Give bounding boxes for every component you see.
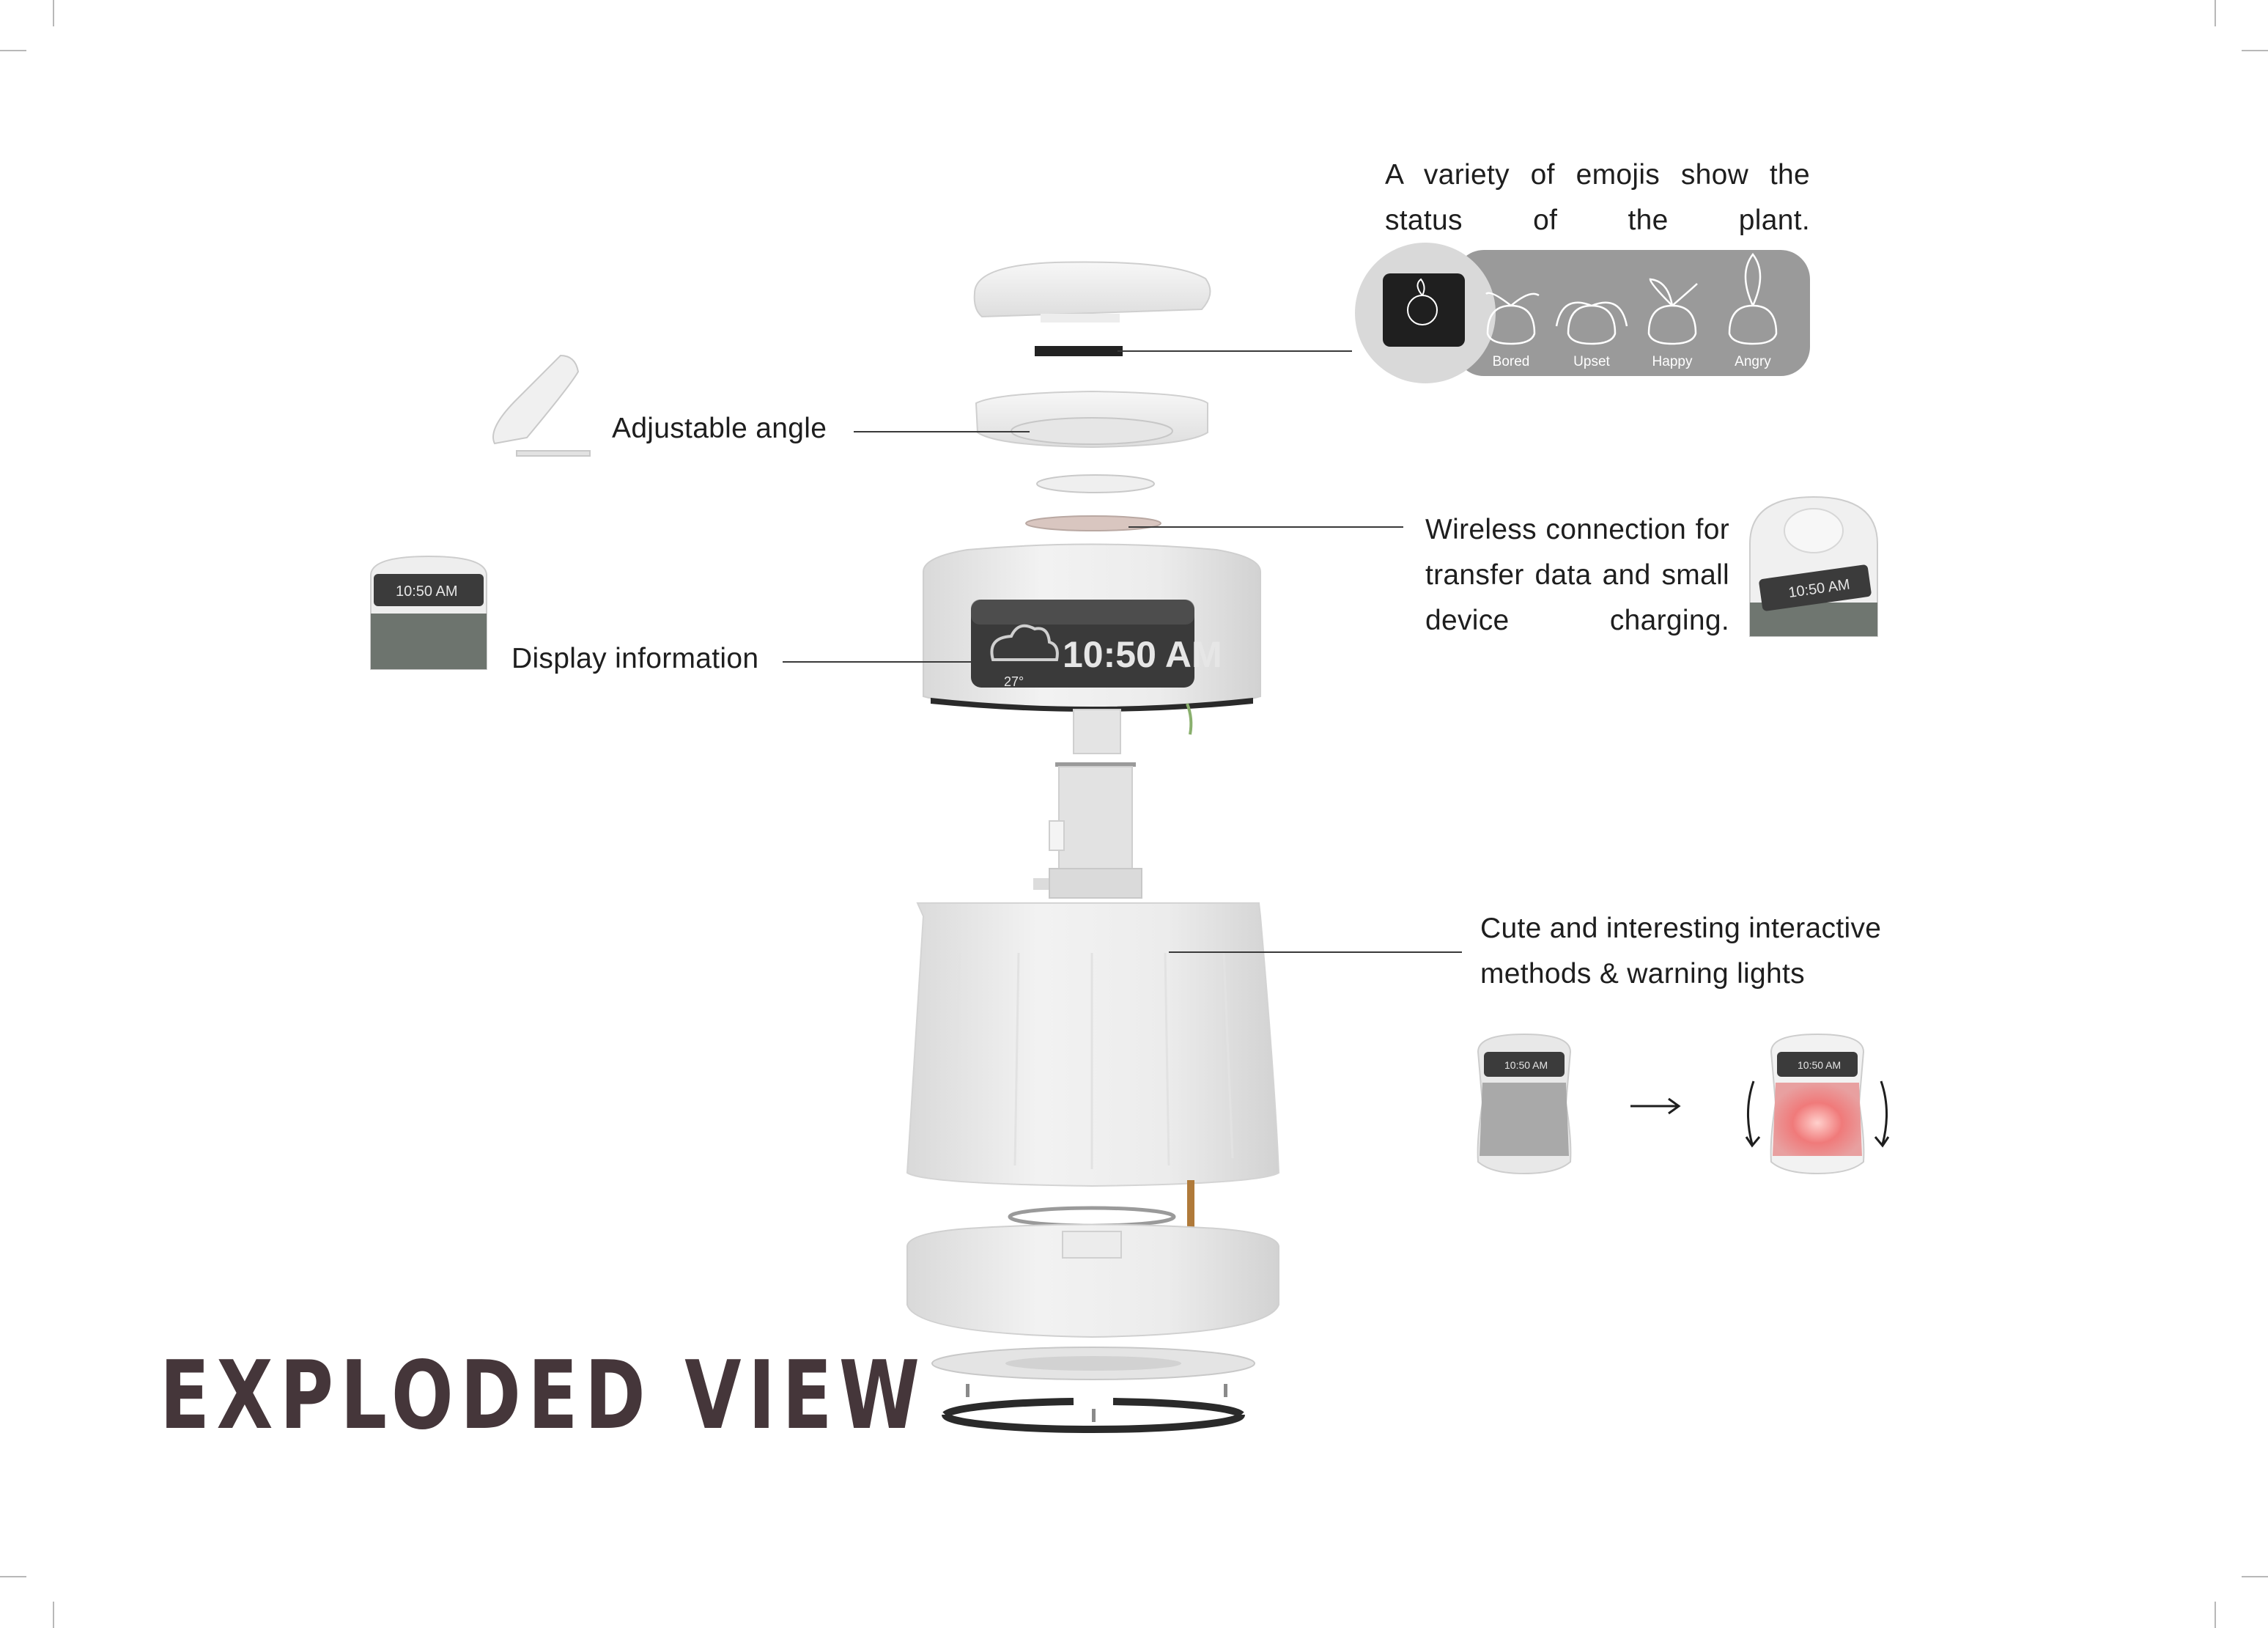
water-pump: [1033, 762, 1142, 899]
rotate-left-icon: [1745, 1080, 1761, 1148]
display-temp: 27°: [1004, 674, 1024, 689]
interactive-callout-text: Cute and interesting interactive methods…: [1480, 913, 1882, 990]
upper-bracket: [975, 390, 1208, 449]
sensor-ring: [1008, 1206, 1176, 1228]
device-normal-time: 10:50 AM: [1504, 1059, 1548, 1071]
emoji-leader-line: [1118, 350, 1352, 352]
display-leader-line: [783, 661, 988, 663]
emoji-bored: [1485, 292, 1540, 345]
spacer-disc: [1036, 474, 1155, 493]
page-title: EXPLODED VIEW: [160, 1341, 927, 1451]
emoji-panel: Bored Upset Happy Angry: [1355, 243, 1810, 383]
arrow-right-icon: [1630, 1097, 1681, 1115]
angle-leader-line: [854, 431, 1030, 432]
display-time: 10:50 AM: [1063, 634, 1222, 675]
emoji-label: Angry: [1735, 354, 1771, 369]
trim-mark: [2242, 1576, 2268, 1577]
top-lid: [973, 261, 1211, 323]
trim-mark: [53, 1602, 54, 1628]
angle-stand-illustration: [492, 354, 591, 457]
wireless-coil: [1025, 515, 1161, 531]
interactive-leader-line: [1169, 951, 1462, 953]
device-warning: 10:50 AM: [1770, 1033, 1865, 1175]
display-callout-text: Display information: [511, 643, 759, 674]
wireless-device-illustration: 10:50 AM: [1749, 496, 1878, 637]
warning-light-illustration: 10:50 AM 10:50 AM: [1477, 1033, 1890, 1175]
circuit-board: [1187, 1180, 1194, 1253]
emoji-callout-text: A variety of emojis show the status of t…: [1385, 159, 1810, 236]
emoji-label: Bored: [1493, 354, 1530, 369]
device-normal: 10:50 AM: [1477, 1033, 1572, 1175]
emoji-label: Happy: [1652, 354, 1693, 369]
trim-mark: [2215, 0, 2216, 26]
screen-module: [1035, 346, 1123, 356]
trim-mark: [2242, 50, 2268, 51]
main-body-shell: [906, 902, 1280, 1187]
wireless-callout-text: Wireless connection for transfer data an…: [1425, 514, 1729, 636]
trim-mark: [2215, 1602, 2216, 1628]
display-device-illustration: 10:50 AM: [370, 555, 487, 670]
trim-mark: [53, 0, 54, 26]
trim-mark: [0, 1576, 26, 1577]
exploded-assembly: 10:50 AM 27°: [906, 261, 1280, 1433]
display-housing: 10:50 AM 27°: [923, 543, 1261, 712]
bottom-ring: [942, 1398, 1245, 1433]
emoji-angry: [1728, 252, 1778, 345]
central-shaft: [1073, 709, 1121, 754]
rotate-right-icon: [1874, 1080, 1890, 1148]
emoji-label: Upset: [1573, 354, 1610, 369]
display-device-time: 10:50 AM: [396, 583, 458, 600]
angle-callout-text: Adjustable angle: [612, 413, 827, 444]
emoji-happy: [1647, 278, 1698, 345]
trim-mark: [0, 50, 26, 51]
base: [906, 1223, 1279, 1338]
emoji-upset: [1555, 301, 1628, 345]
wireless-leader-line: [1129, 526, 1403, 528]
device-warning-time: 10:50 AM: [1798, 1059, 1841, 1071]
